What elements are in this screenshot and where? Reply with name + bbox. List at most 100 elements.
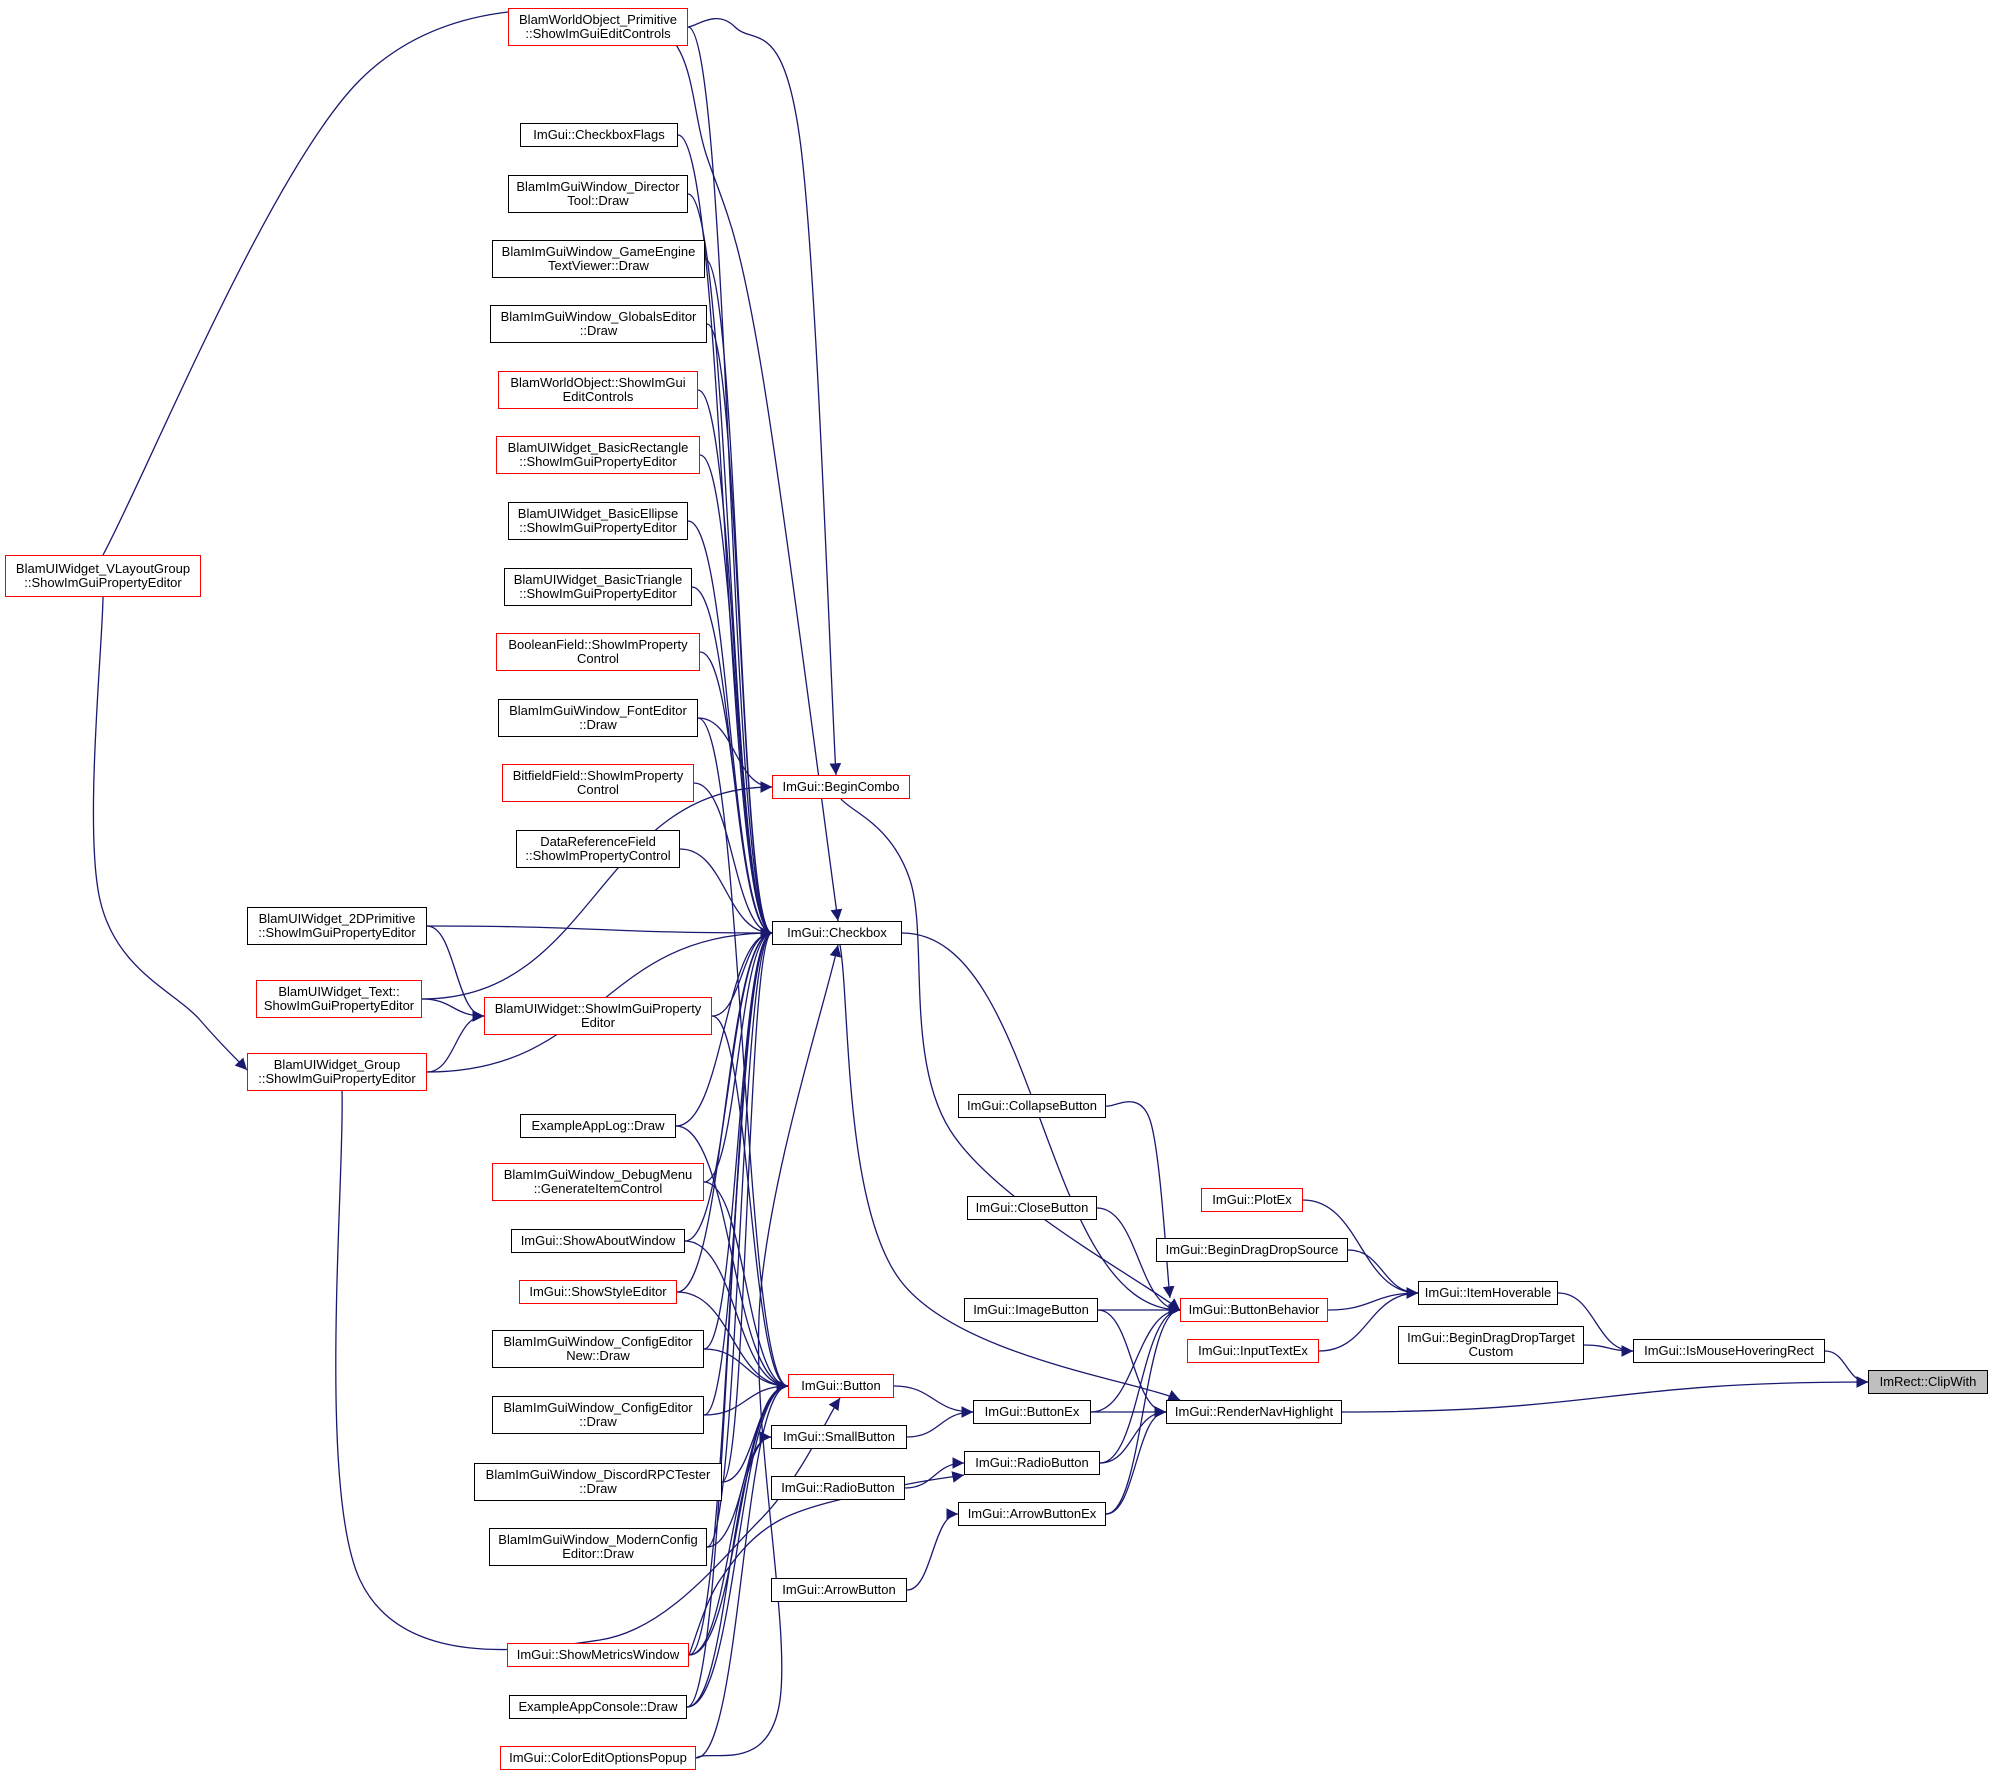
node-behavior[interactable]: ImGui::ButtonBehavior: [1180, 1298, 1328, 1322]
node-label: ::Draw: [579, 1414, 617, 1429]
node-inputtext[interactable]: ImGui::InputTextEx: [1187, 1339, 1319, 1363]
edge-wtext-to-begincombo: [421, 781, 773, 1000]
node-label: ::ShowImGuiPropertyEditor: [519, 454, 677, 469]
node-label: ImGui::ButtonEx: [984, 1404, 1080, 1419]
node-label: ::ShowImGuiEditControls: [525, 26, 671, 41]
node-itemhov[interactable]: ImGui::ItemHoverable: [1418, 1281, 1558, 1305]
edge-coloredit-to-button: [695, 1380, 789, 1759]
edge-navhl-to-clipwith: [1341, 1376, 1869, 1413]
node-fonteditor[interactable]: BlamImGuiWindow_FontEditor::Draw: [498, 699, 698, 737]
node-console[interactable]: ExampleAppConsole::Draw: [509, 1695, 687, 1719]
node-bwo-prim[interactable]: BlamWorldObject_Primitive::ShowImGuiEdit…: [508, 8, 688, 46]
node-imagebtn[interactable]: ImGui::ImageButton: [964, 1298, 1098, 1322]
edge-layer: [92, 8, 1869, 1759]
node-vlayout[interactable]: BlamUIWidget_VLayoutGroup::ShowImGuiProp…: [5, 555, 201, 597]
node-clipwith[interactable]: ImRect::ClipWith: [1868, 1370, 1988, 1394]
node-label: BlamUIWidget_Group: [273, 1057, 401, 1072]
edge-checkbox-to-navhl: [839, 944, 1181, 1401]
node-mousehov[interactable]: ImGui::IsMouseHoveringRect: [1633, 1339, 1825, 1363]
node-wtext[interactable]: BlamUIWidget_Text::ShowImGuiPropertyEdit…: [256, 980, 422, 1018]
node-label: ShowImGuiPropertyEditor: [263, 998, 415, 1013]
node-globals[interactable]: BlamImGuiWindow_GlobalsEditor::Draw: [490, 305, 707, 343]
node-discord[interactable]: BlamImGuiWindow_DiscordRPCTester::Draw: [474, 1463, 722, 1501]
node-label: BlamImGuiWindow_ConfigEditor: [503, 1334, 693, 1349]
node-ellipse[interactable]: BlamUIWidget_BasicEllipse::ShowImGuiProp…: [508, 502, 688, 540]
edge-boolfield-to-checkbox: [699, 651, 773, 939]
node-radiobtn[interactable]: ImGui::RadioButton: [771, 1476, 905, 1500]
edge-arrowex-to-navhl: [1105, 1406, 1167, 1515]
edge-style-to-button: [676, 1291, 789, 1392]
node-label: Editor: [581, 1015, 615, 1030]
node-label: ImGui::ItemHoverable: [1424, 1285, 1552, 1300]
edge-dataref-to-checkbox: [679, 848, 773, 939]
node-label: DataReferenceField: [540, 834, 656, 849]
node-label: ImGui::Checkbox: [787, 925, 887, 940]
edge-modern-to-checkbox: [706, 927, 773, 1548]
node-label: ::ShowImGuiPropertyEditor: [24, 575, 182, 590]
node-navhl[interactable]: ImGui::RenderNavHighlight: [1166, 1400, 1342, 1424]
node-label: BlamUIWidget_VLayoutGroup: [15, 561, 191, 576]
node-checkbox[interactable]: ImGui::Checkbox: [772, 921, 902, 945]
node-w2d[interactable]: BlamUIWidget_2DPrimitive::ShowImGuiPrope…: [247, 907, 427, 945]
edge-bwo-to-checkbox: [697, 389, 773, 939]
node-cfg[interactable]: BlamImGuiWindow_ConfigEditor::Draw: [492, 1396, 704, 1434]
node-label: ImGui::ShowMetricsWindow: [516, 1647, 680, 1662]
node-arrowbtn[interactable]: ImGui::ArrowButton: [771, 1578, 907, 1602]
node-arrowex[interactable]: ImGui::ArrowButtonEx: [958, 1502, 1106, 1526]
node-style[interactable]: ImGui::ShowStyleEditor: [519, 1280, 677, 1304]
node-label: ::Draw: [579, 1481, 617, 1496]
node-plotex[interactable]: ImGui::PlotEx: [1201, 1188, 1303, 1212]
edge-smallbtn-to-buttonex: [906, 1406, 974, 1438]
node-dragsource[interactable]: ImGui::BeginDragDropSource: [1156, 1238, 1348, 1262]
node-label: BlamImGuiWindow_ConfigEditor: [503, 1400, 693, 1415]
node-collapse[interactable]: ImGui::CollapseButton: [958, 1094, 1106, 1118]
node-cb-flags[interactable]: ImGui::CheckboxFlags: [520, 123, 678, 147]
node-triangle[interactable]: BlamUIWidget_BasicTriangle::ShowImGuiPro…: [504, 568, 692, 606]
node-coloredit[interactable]: ImGui::ColorEditOptionsPopup: [500, 1746, 696, 1770]
edge-collapse-to-behavior: [1105, 1101, 1175, 1299]
node-begincombo[interactable]: ImGui::BeginCombo: [772, 775, 910, 799]
node-dataref[interactable]: DataReferenceField::ShowImPropertyContro…: [516, 830, 680, 868]
node-metrics[interactable]: ImGui::ShowMetricsWindow: [507, 1643, 689, 1667]
node-applog[interactable]: ExampleAppLog::Draw: [520, 1114, 676, 1138]
edge-imagebtn-to-navhl: [1097, 1309, 1167, 1418]
node-label: ::ShowImGuiPropertyEditor: [258, 1071, 416, 1086]
node-button[interactable]: ImGui::Button: [788, 1374, 894, 1398]
node-label: BlamUIWidget_BasicRectangle: [507, 440, 689, 455]
node-wgroup[interactable]: BlamUIWidget_Group::ShowImGuiPropertyEdi…: [247, 1053, 427, 1091]
node-label: BlamImGuiWindow_GameEngine: [501, 244, 696, 259]
edge-cfgnew-to-checkbox: [703, 927, 773, 1350]
node-buttonex[interactable]: ImGui::ButtonEx: [973, 1400, 1091, 1424]
node-closebtn[interactable]: ImGui::CloseButton: [967, 1196, 1097, 1220]
node-label: ImGui::BeginCombo: [782, 779, 900, 794]
edge-bwo-prim-to-checkbox: [687, 26, 773, 939]
node-label: BlamImGuiWindow_FontEditor: [509, 703, 687, 718]
node-label: ImGui::ImageButton: [973, 1302, 1089, 1317]
node-label: Control: [577, 782, 619, 797]
edge-coloredit-to-checkbox: [695, 944, 842, 1759]
node-about[interactable]: ImGui::ShowAboutWindow: [511, 1229, 685, 1253]
node-label: ImGui::RadioButton: [975, 1455, 1089, 1470]
node-label: ::GenerateItemControl: [533, 1181, 663, 1196]
node-label: ImGui::CloseButton: [975, 1200, 1089, 1215]
node-smallbtn[interactable]: ImGui::SmallButton: [771, 1425, 907, 1449]
edge-arrowbtn-to-arrowex: [906, 1508, 959, 1591]
node-rect[interactable]: BlamUIWidget_BasicRectangle::ShowImGuiPr…: [496, 436, 700, 474]
node-debugmenu[interactable]: BlamImGuiWindow_DebugMenu::GenerateItemC…: [492, 1163, 704, 1201]
node-label: BooleanField::ShowImProperty: [508, 637, 688, 652]
node-label: BlamUIWidget::ShowImGuiProperty: [494, 1001, 702, 1016]
node-radiobutton[interactable]: ImGui::RadioButton: [964, 1451, 1100, 1475]
edge-button-to-buttonex: [893, 1385, 974, 1418]
node-label: New::Draw: [566, 1348, 630, 1363]
node-label: BlamUIWidget_2DPrimitive: [258, 911, 416, 926]
node-label: EditControls: [562, 389, 634, 404]
